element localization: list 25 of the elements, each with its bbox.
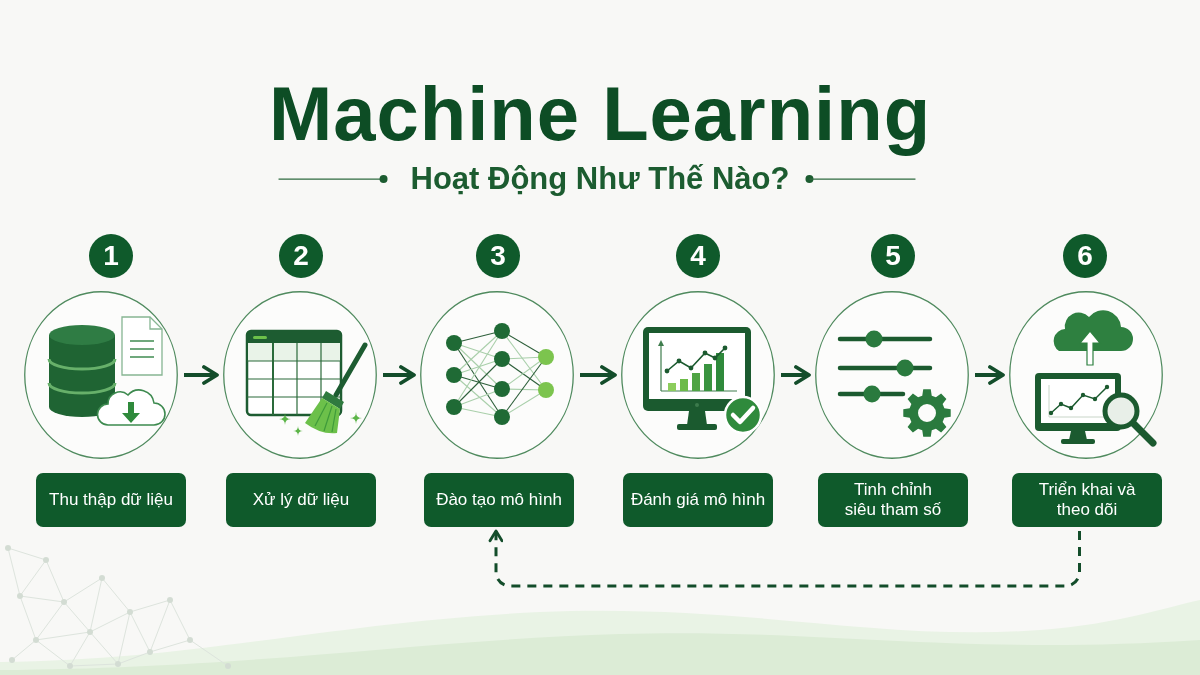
step-number-circle: 5 <box>871 234 915 278</box>
step-circle <box>24 291 178 459</box>
step-number-circle: 2 <box>279 234 323 278</box>
step-label-box: Xử lý dữ liệu <box>226 473 376 527</box>
step-circle <box>420 291 574 459</box>
step-label-box: Thu thập dữ liệu <box>36 473 186 527</box>
step-label-box: Đánh giá mô hình <box>623 473 773 527</box>
step-label-box: Triển khai và theo dõi <box>1012 473 1162 527</box>
step-number-circle: 1 <box>89 234 133 278</box>
step-circle <box>1009 291 1163 459</box>
arrow <box>580 365 617 385</box>
step-number-circle: 6 <box>1063 234 1107 278</box>
arrow <box>184 365 219 385</box>
step-circle <box>815 291 969 459</box>
dashed-arrow <box>488 529 1081 588</box>
arrow <box>781 365 811 385</box>
step-number-circle: 4 <box>676 234 720 278</box>
step-label-box: Đào tạo mô hình <box>424 473 574 527</box>
subtitle: Hoạt Động Như Thế Nào? <box>410 162 790 197</box>
step-circle <box>621 291 775 459</box>
step-number-circle: 3 <box>476 234 520 278</box>
arrow <box>383 365 416 385</box>
step-circle <box>223 291 377 459</box>
arrow <box>975 365 1005 385</box>
step-label-box: Tinh chỉnh siêu tham số <box>818 473 968 527</box>
